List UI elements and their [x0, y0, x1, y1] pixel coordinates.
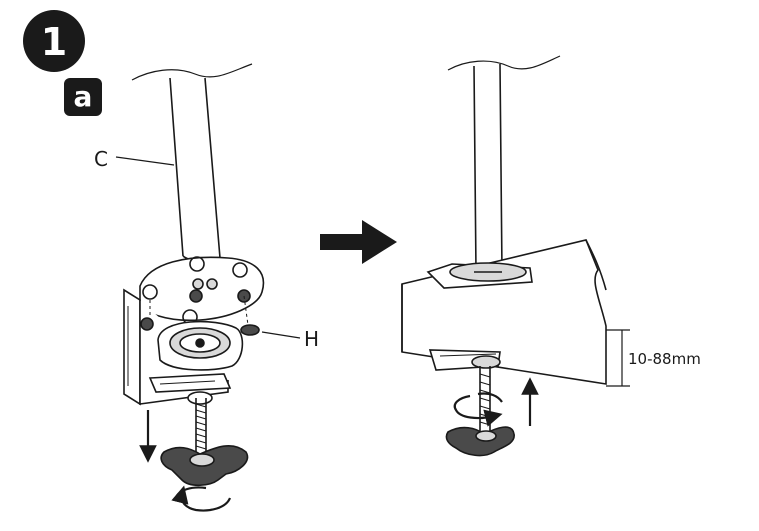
threaded-rod-right: [479, 366, 491, 432]
substep-letter: a: [74, 80, 93, 113]
rotate-icon: [453, 392, 503, 427]
substep-badge: a: [64, 78, 102, 116]
step-number: 1: [41, 20, 67, 64]
knob-right: [445, 426, 515, 457]
desk: [401, 239, 607, 385]
label-c: C: [94, 147, 108, 171]
right-mounted-view: [401, 55, 630, 457]
pole-c: [169, 77, 221, 262]
label-h: H: [304, 327, 319, 351]
knob: [160, 444, 249, 487]
thickness-dimension: [606, 329, 630, 387]
left-exploded-view: [115, 63, 301, 512]
clamp-top-plate: [139, 256, 265, 325]
pad-h: [240, 324, 260, 336]
pole: [473, 63, 503, 273]
rotate-icon: [171, 485, 232, 512]
label-thickness: 10-88mm: [628, 350, 701, 368]
step-number-badge: 1: [23, 10, 85, 72]
under-clamp: [428, 349, 501, 371]
top-base-plate: [426, 262, 533, 289]
arrow-right-icon: [320, 220, 397, 264]
pressure-plate: [157, 320, 244, 371]
